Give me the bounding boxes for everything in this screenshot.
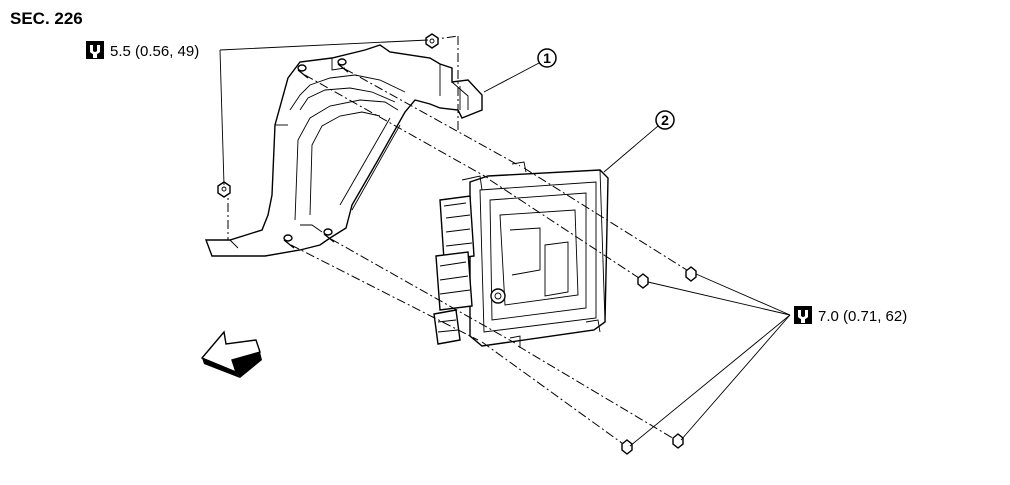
ecm-unit — [433, 161, 609, 348]
front-direction-arrow-icon — [200, 330, 262, 378]
bracket-stud-lower-right — [323, 228, 335, 243]
section-title: SEC. 226 — [10, 9, 83, 28]
bracket-stud-upper-left — [297, 64, 309, 79]
callout-1: 1 — [483, 48, 557, 93]
callout-2: 2 — [603, 110, 675, 173]
ecm-bracket — [204, 44, 483, 257]
callout-number-2: 2 — [661, 112, 669, 128]
callout-number-1: 1 — [543, 50, 551, 66]
ecm-nut-upper-left — [637, 273, 649, 289]
bracket-nut-upper — [425, 33, 439, 49]
bracket-stud-lower-left — [283, 234, 295, 249]
torque-spec-ecm-nuts: 7.0 (0.71, 62) — [629, 273, 907, 447]
torque-value-ecm: 7.0 (0.71, 62) — [818, 308, 907, 325]
ecm-nut-lower-left — [621, 439, 633, 455]
torque-value-bracket: 5.5 (0.56, 49) — [110, 43, 199, 60]
bracket-stud-upper-right — [337, 58, 349, 73]
ecm-nut-upper-right — [685, 266, 697, 282]
torque-spec-bracket-nuts: 5.5 (0.56, 49) — [86, 39, 429, 186]
ecm-nut-lower-right — [672, 433, 684, 449]
